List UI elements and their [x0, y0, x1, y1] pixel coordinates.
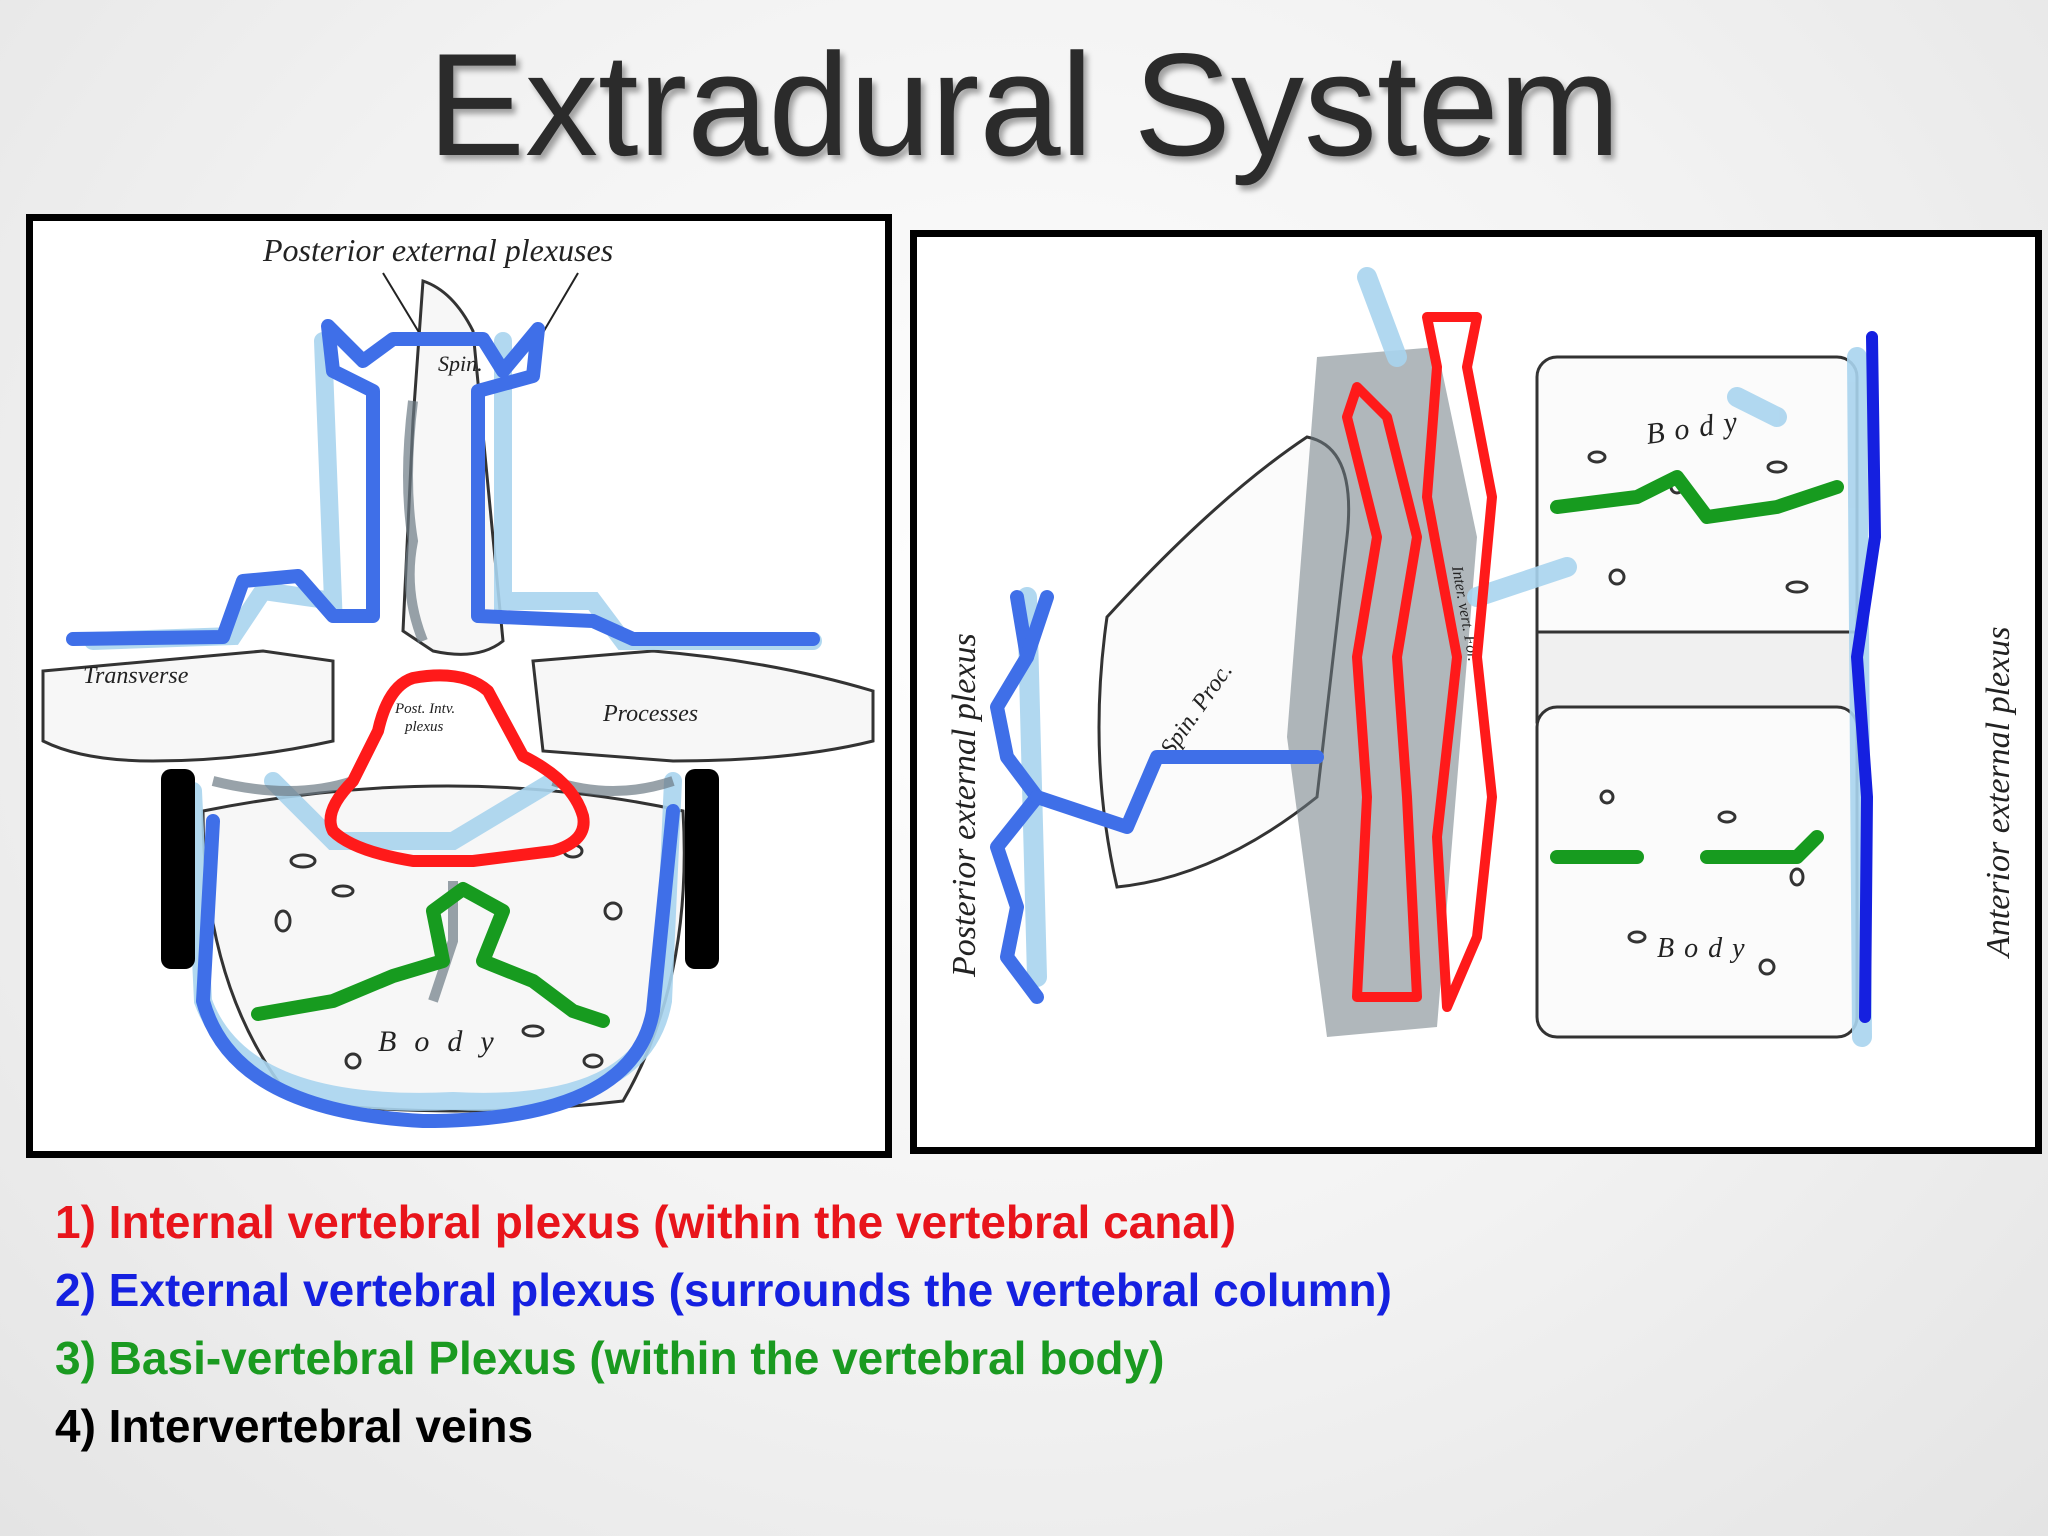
transverse-process-left: [41, 649, 335, 763]
intervertebral-vein-left: [161, 769, 195, 969]
intervertebral-vein-right: [685, 769, 719, 969]
sagittal-view-illustration: Posterior external plexus Anterior exter…: [946, 267, 2017, 1047]
legend-external-plexus: 2) External vertebral plexus (surrounds …: [55, 1264, 1392, 1316]
label-body: Body: [378, 1025, 512, 1058]
superior-view-panel: Posterior external plexuses Spin. Transv…: [26, 214, 892, 1158]
label-anterior-external-plexus: Anterior external plexus: [1980, 627, 2017, 959]
sagittal-view-panel: Posterior external plexus Anterior exter…: [910, 230, 2042, 1154]
basivertebral-plexus-left: [251, 882, 610, 1028]
transverse-process-right: [531, 649, 875, 763]
legend-basivertebral-plexus: 3) Basi-vertebral Plexus (within the ver…: [55, 1332, 1165, 1384]
superior-view-illustration: Posterior external plexuses Spin. Transv…: [41, 232, 875, 1128]
anterior-external-plexus-right: [1850, 331, 1882, 1023]
external-plexus-left: [66, 319, 820, 1128]
internal-plexus-columns: [1342, 312, 1497, 1012]
slide-title: Extradural System: [427, 23, 1621, 186]
label-transverse: Transverse: [83, 663, 189, 689]
label-body-lower: Body: [1657, 933, 1755, 964]
legend: 1) Internal vertebral plexus (within the…: [55, 1188, 1955, 1460]
legend-internal-plexus: 1) Internal vertebral plexus (within the…: [55, 1196, 1237, 1248]
label-plexus: plexus: [404, 719, 443, 735]
internal-plexus-ring: [324, 669, 590, 867]
vertebral-body-lower: [1535, 705, 1859, 1039]
label-post-intv: Post. Intv.: [394, 701, 455, 717]
label-spin: Spin.: [438, 351, 483, 376]
label-processes: Processes: [602, 701, 698, 727]
label-posterior-external-plexus: Posterior external plexus: [946, 633, 983, 978]
label-posterior-external-plexuses: Posterior external plexuses: [262, 232, 613, 268]
legend-intervertebral-veins: 4) Intervertebral veins: [55, 1400, 534, 1452]
posterior-external-plexus-right: [990, 590, 1324, 1004]
basivertebral-plexus-right: [1550, 470, 1844, 864]
